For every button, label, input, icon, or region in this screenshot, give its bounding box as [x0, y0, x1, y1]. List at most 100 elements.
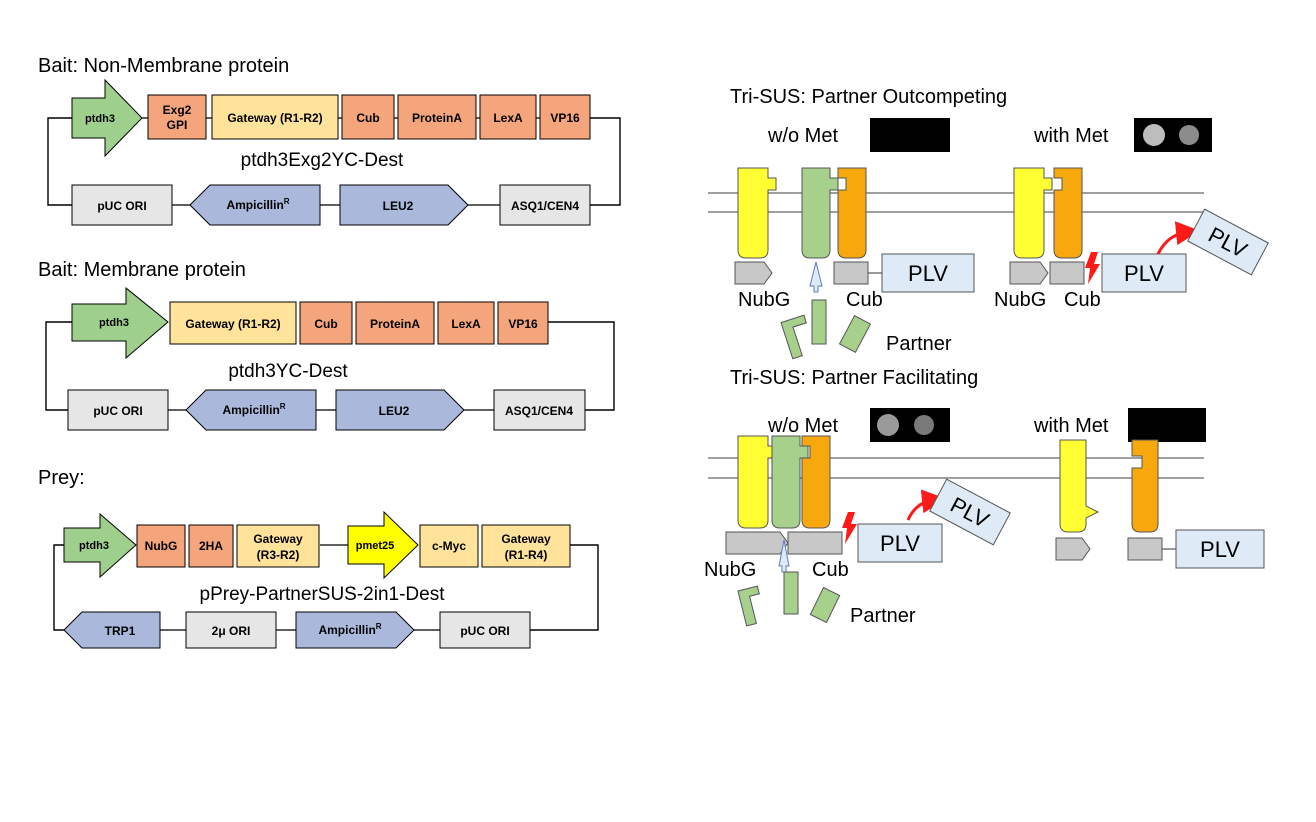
nubg-label: NubG	[738, 289, 790, 311]
proteina-box	[355, 301, 435, 345]
plasmid-name: ptdh3Exg2YC-Dest	[241, 150, 404, 171]
gateway-range-label: (R1-R4)	[505, 548, 548, 562]
ptdh3-promoter-arrow	[63, 512, 137, 579]
gateway-label: Gateway (R1-R2)	[185, 317, 280, 331]
plv-box	[1187, 208, 1269, 276]
leu2-arrow	[335, 389, 465, 431]
partner-molecule	[737, 585, 760, 627]
vp16-label: VP16	[508, 317, 538, 331]
with-met-label: with Met	[1033, 125, 1109, 147]
partner-protein-green	[801, 167, 839, 259]
cub-tag	[1127, 537, 1163, 561]
proteina-label: ProteinA	[370, 317, 420, 331]
puc-ori-box	[71, 184, 173, 226]
plv-box	[881, 253, 975, 293]
asq1-cen4-label: ASQ1/CEN4	[511, 199, 579, 213]
plv-label: PLV	[1124, 261, 1164, 286]
asq1-cen4-box	[493, 389, 586, 431]
yeast-colony	[1179, 125, 1199, 145]
cub-tag	[1049, 261, 1085, 285]
puc-ori-box	[439, 611, 531, 649]
cub-label: Cub	[314, 317, 337, 331]
ampicillin-arrow	[295, 611, 415, 649]
2ha-box	[188, 524, 234, 568]
ptdh3-label: ptdh3	[99, 317, 129, 329]
lexa-box	[437, 301, 495, 345]
cub-protein-orange	[837, 167, 867, 259]
gpi-label: GPI	[167, 118, 188, 132]
plasmid-name: pPrey-PartnerSUS-2in1-Dest	[200, 584, 446, 605]
2ha-label: 2HA	[199, 539, 223, 553]
wo-met-label: w/o Met	[767, 125, 838, 147]
release-arrow-icon	[1156, 221, 1200, 255]
release-arrow-icon	[906, 489, 946, 521]
wo-met-label: w/o Met	[767, 415, 838, 437]
nubg-box	[136, 524, 186, 568]
bait-protein-yellow	[1013, 167, 1053, 259]
cub-label: Cub	[1064, 289, 1101, 311]
ptdh3-promoter-arrow	[71, 286, 169, 360]
2mu-ori-box	[185, 611, 277, 649]
cub-protein-orange	[1053, 167, 1083, 259]
gateway-label: Gateway (R1-R2)	[227, 111, 322, 125]
gateway-label: Gateway	[501, 532, 551, 546]
ampicillin-label: AmpicillinR	[226, 197, 289, 212]
gateway-range-label: (R3-R2)	[257, 548, 300, 562]
gateway-box	[169, 301, 297, 345]
partner-molecule	[838, 314, 872, 354]
partner-label: Partner	[886, 333, 952, 355]
cub-box	[299, 301, 353, 345]
partner-molecule	[811, 299, 827, 345]
nubg-tag	[1055, 537, 1091, 561]
puc-ori-box	[67, 389, 169, 431]
cub-tag	[787, 531, 843, 555]
ampicillin-label: AmpicillinR	[222, 402, 285, 417]
pmet25-promoter-arrow	[347, 510, 419, 580]
gateway-box	[211, 94, 339, 140]
plv-label: PLV	[880, 531, 920, 556]
plasmid-loop-right	[548, 321, 615, 411]
bait-membrane-heading: Bait: Membrane protein	[38, 259, 246, 281]
ampicillin-arrow	[185, 389, 317, 431]
lexa-label: LexA	[493, 111, 523, 125]
puc-ori-label: pUC ORI	[97, 199, 146, 213]
nubg-label: NubG	[145, 539, 178, 553]
cmyc-label: c-Myc	[432, 539, 466, 553]
plv-box	[857, 523, 943, 563]
gateway-label: Gateway	[253, 532, 303, 546]
yeast-colony	[914, 415, 934, 435]
ampicillin-label: AmpicillinR	[318, 622, 381, 637]
nubg-label: NubG	[994, 289, 1046, 311]
asq1-cen4-box	[499, 184, 591, 226]
ptdh3-label: ptdh3	[79, 540, 109, 552]
nubg-tag	[1009, 261, 1049, 285]
prey-construct: Prey: ptdh3 NubG 2HA Gateway (R3-R2) pme…	[38, 467, 599, 649]
plv-box	[1175, 529, 1265, 569]
nubg-tag	[725, 531, 789, 555]
plv-label: PLV	[1200, 537, 1240, 562]
up-arrow-icon	[809, 261, 823, 293]
cub-protein-orange	[1131, 439, 1159, 533]
vp16-label: VP16	[550, 111, 580, 125]
exg2-gpi-box	[147, 94, 207, 140]
bait-membrane-construct: Bait: Membrane protein ptdh3 Gateway (R1…	[38, 259, 615, 431]
cmyc-box	[419, 524, 479, 568]
cub-box	[341, 94, 395, 140]
plasmid-loop-left	[53, 544, 64, 631]
partner-molecule	[780, 314, 807, 360]
released-plv: PLV	[929, 478, 1011, 546]
cleavage-bolt-icon	[1085, 252, 1100, 284]
exg2-label: Exg2	[163, 103, 192, 117]
prey-heading: Prey:	[38, 467, 85, 489]
cub-label: Cub	[846, 289, 883, 311]
plasmid-loop-left	[45, 321, 72, 411]
with-met-label: with Met	[1033, 415, 1109, 437]
bait-protein-yellow	[737, 435, 777, 529]
released-plv: PLV	[1187, 208, 1269, 276]
growth-spot-image	[1128, 408, 1206, 442]
nubg-tag	[734, 261, 773, 285]
trp1-label: TRP1	[105, 624, 136, 638]
plasmid-loop-right	[530, 544, 599, 631]
lexa-label: LexA	[451, 317, 481, 331]
